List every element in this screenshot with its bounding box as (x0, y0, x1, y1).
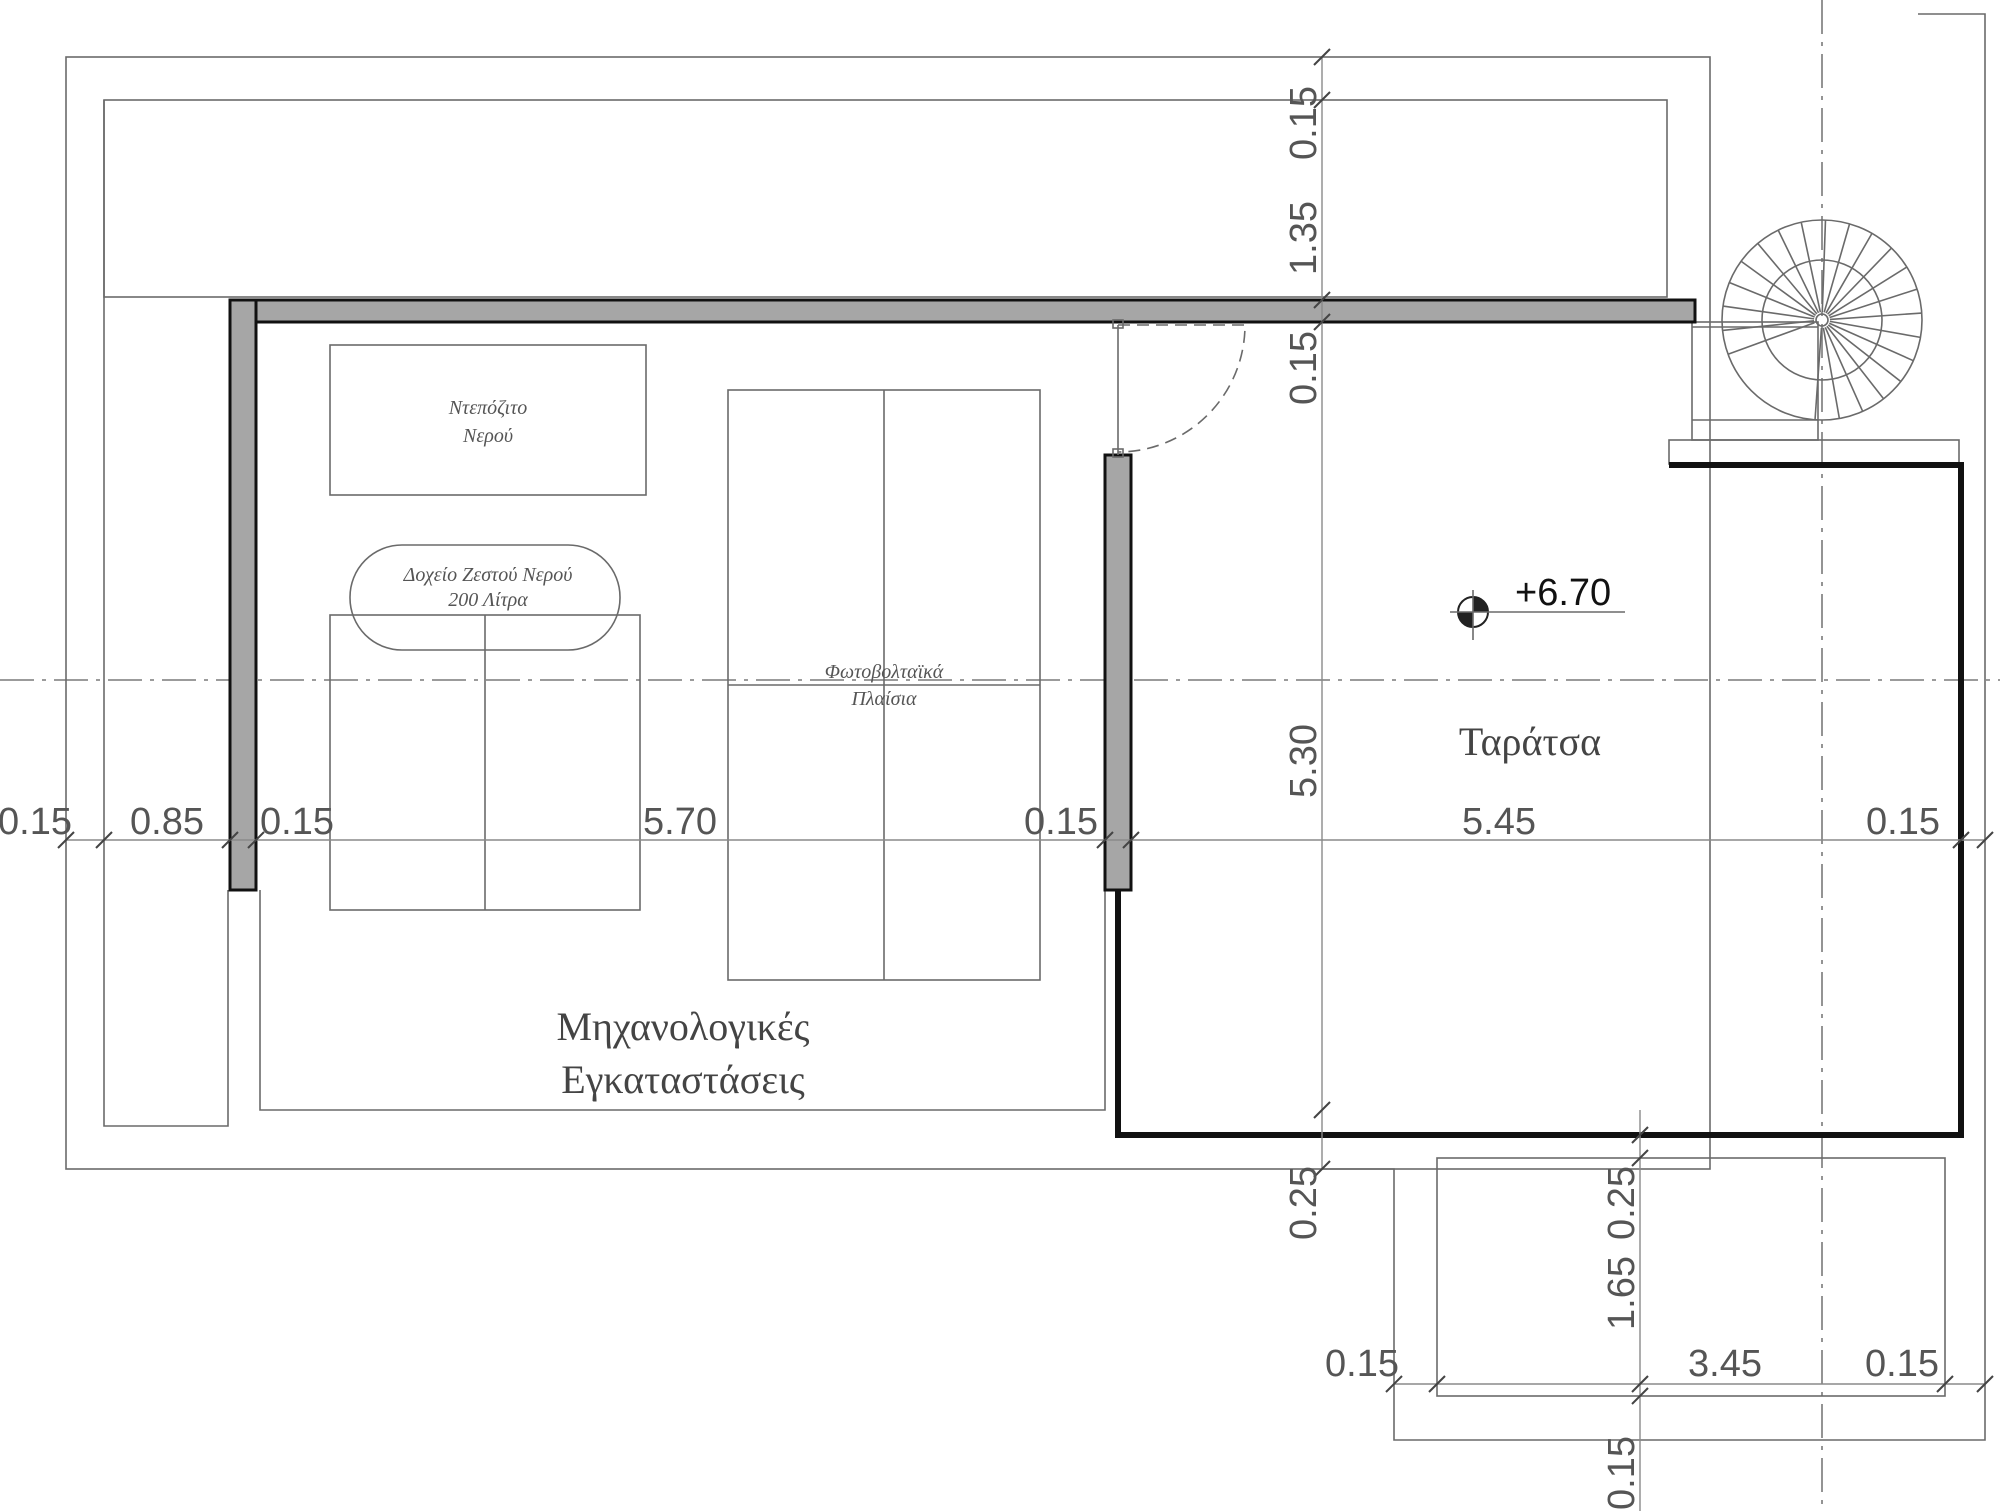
stair-tread (1828, 322, 1914, 362)
dim-h-2: 0.85 (130, 801, 204, 843)
stair-tread (1824, 326, 1864, 412)
stair-tread (1826, 247, 1893, 315)
door-swing-icon (1112, 319, 1246, 458)
mech-room-label-2: Εγκαταστάσεις (561, 1057, 805, 1102)
dimension-tick (1313, 1160, 1331, 1178)
stair-block-outline (1691, 321, 1819, 441)
canopy-lower-outline (1436, 1157, 1946, 1397)
north-wall (228, 298, 1697, 324)
stair-tread (1740, 260, 1816, 316)
stair-tread (1728, 281, 1815, 318)
stair-tread (1757, 242, 1818, 315)
dimension-tick (1313, 1101, 1331, 1119)
stair-tread (1825, 232, 1873, 314)
stair-tread (1829, 288, 1918, 319)
dimension-tick (1631, 1375, 1649, 1393)
stair-tread (1722, 305, 1815, 320)
dim-v-bottom-right-3: 0.15 (1601, 1436, 1643, 1510)
dim-h-4: 5.70 (643, 801, 717, 843)
dimension-tick (1976, 831, 1994, 849)
level-marker-icon (1450, 590, 1625, 640)
dimension-tick (1122, 831, 1140, 849)
boiler-label: Δοχείο Ζεστού Νερού (403, 564, 573, 586)
dim-v-bottom-right-2: 1.65 (1601, 1256, 1643, 1330)
boiler-capsule (349, 544, 621, 651)
stair-landing-outline (1668, 439, 1960, 465)
dim-h-3: 0.15 (260, 801, 334, 843)
pv-label-2: Πλαίσια (850, 688, 917, 710)
stair-tread (1826, 325, 1885, 400)
dimension-tick (1631, 1126, 1649, 1144)
dim-b-3: 0.15 (1865, 1343, 1939, 1385)
mech-room-label: Μηχανολογικές (556, 1004, 809, 1049)
right-parapet (1322, 13, 1986, 1441)
inner-parapet-outline (103, 99, 1668, 298)
dimension-tick (95, 831, 113, 849)
water-tank-label-2: Νερού (462, 425, 513, 447)
dimension-tick (247, 831, 265, 849)
left-parapet-strip (103, 100, 229, 1127)
stair-tread (1828, 266, 1908, 317)
dimension-tick (1385, 1375, 1403, 1393)
dim-v-top-3: 0.15 (1283, 331, 1325, 405)
dimension-tick (1313, 313, 1331, 331)
dimension-tick (1936, 1375, 1954, 1393)
dim-b-2: 3.45 (1688, 1343, 1762, 1385)
partition-wall (1103, 453, 1133, 892)
dim-h-1: 0.15 (0, 801, 72, 843)
terrace-parapet-line (1115, 462, 1964, 1138)
dimension-ticks (57, 48, 1994, 1405)
dimension-tick (1976, 1375, 1994, 1393)
dimension-tick (1313, 291, 1331, 309)
dim-v-top-1: 0.15 (1283, 86, 1325, 160)
stair-tread (1829, 320, 1921, 339)
dimension-tick (221, 831, 239, 849)
dimension-tick (1096, 831, 1114, 849)
spiral-staircase-icon (1692, 219, 1923, 421)
terrace-label: Ταράτσα (1459, 719, 1601, 764)
dim-h-5: 0.15 (1024, 801, 1098, 843)
stair-tread (1821, 220, 1827, 313)
dim-v-top-2: 1.35 (1283, 201, 1325, 275)
stair-tread (1827, 324, 1902, 383)
pv-label: Φωτοβολταϊκά (825, 661, 944, 683)
level-label: +6.70 (1515, 572, 1611, 614)
dimension-tick (1952, 831, 1970, 849)
dimension-tick (1313, 91, 1331, 109)
water-tank-label: Ντεπόζιτο (448, 397, 528, 419)
dim-b-1: 0.15 (1325, 1343, 1399, 1385)
dim-v-mid: 5.30 (1283, 724, 1325, 798)
dimension-tick (57, 831, 75, 849)
dimension-tick (1428, 1375, 1446, 1393)
dim-h-7: 0.15 (1866, 801, 1940, 843)
west-wall (228, 298, 258, 892)
dimension-tick (1313, 48, 1331, 66)
stair-tread (1823, 223, 1851, 313)
dimension-tick (1631, 1387, 1649, 1405)
outer-parapet-outline (65, 56, 1711, 1170)
dim-v-bottom-right-1: 0.25 (1601, 1166, 1643, 1240)
stair-tread (1829, 312, 1922, 321)
mech-room-floor-outline (259, 890, 1106, 1111)
stair-tread (1814, 327, 1823, 420)
stair-tread (1800, 222, 1822, 313)
stair-tread (1722, 320, 1815, 332)
boiler-label-2: 200 Λίτρα (448, 589, 528, 611)
stair-tread (1822, 327, 1841, 419)
dimension-tick (1631, 1149, 1649, 1167)
dim-v-bottom-left: 0.25 (1283, 1166, 1325, 1240)
water-tank-box (329, 344, 647, 496)
dim-h-6: 5.45 (1462, 801, 1536, 843)
stair-tread (1777, 229, 1820, 314)
stair-tread (1727, 321, 1815, 355)
